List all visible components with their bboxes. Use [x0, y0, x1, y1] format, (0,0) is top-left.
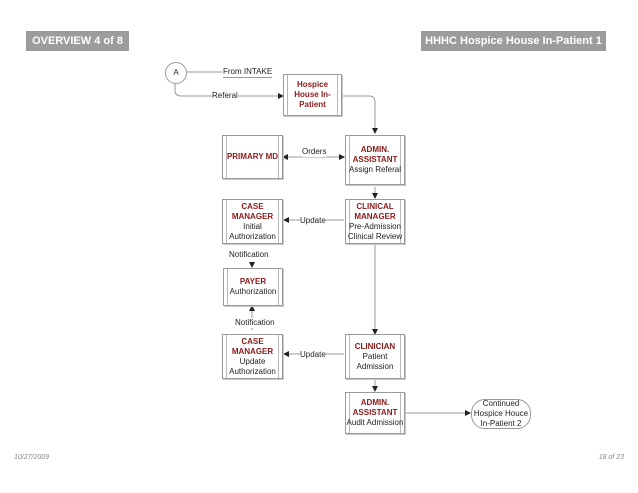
- admin-assistant-node-2: ADMIN. ASSISTANT Audit Admission: [345, 392, 405, 434]
- footer-page-number: 18 of 23: [598, 454, 624, 461]
- hospice-house-node: Hospice House In- Patient: [283, 74, 342, 116]
- case-manager-node-2: CASE MANAGER Update Authorization: [222, 334, 283, 379]
- continued-terminal-node: Continued Hospice Houce In-Patient 2: [471, 399, 531, 429]
- admin-assistant-node-1: ADMIN. ASSISTANT Assign Referal: [345, 135, 405, 185]
- referal-edge: [174, 82, 284, 99]
- payer-node: PAYER Authorization: [223, 268, 283, 306]
- footer-date: 10/27/2009: [14, 454, 50, 461]
- primary-md-node: PRIMARY MD: [222, 135, 283, 179]
- process-title-header: HHHC Hospice House In-Patient 1 of 2: [421, 31, 606, 67]
- clinical-manager-node: CLINICAL MANAGER Pre-Admission Clinical …: [345, 199, 405, 244]
- clinician-node: CLINICIAN Patient Admission: [345, 334, 405, 379]
- orders-label: Orders: [302, 147, 327, 157]
- notification-label-2: Notification: [235, 318, 275, 328]
- update-label-1: Update: [300, 216, 326, 226]
- overview-header: OVERVIEW 4 of 8: [26, 31, 129, 51]
- case-manager-node-1: CASE MANAGER Initial Authorization: [222, 199, 283, 244]
- notification-label-1: Notification: [229, 250, 269, 260]
- from-intake-label: From INTAKE: [223, 67, 273, 78]
- hospice-to-admin-edge: [342, 95, 378, 134]
- update-label-2: Update: [300, 350, 326, 360]
- connector-a: A: [165, 62, 187, 84]
- referal-label: Referal: [212, 91, 238, 101]
